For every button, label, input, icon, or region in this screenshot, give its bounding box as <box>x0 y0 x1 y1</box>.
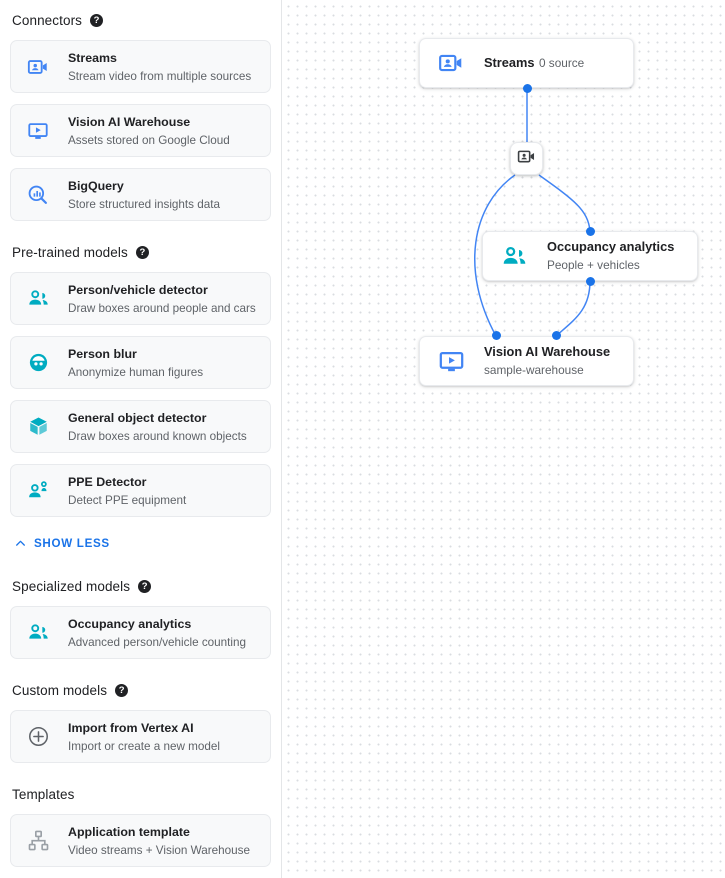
palette-item-title: General object detector <box>68 410 207 425</box>
video-camera-icon <box>25 54 51 80</box>
help-icon[interactable]: ? <box>115 683 129 697</box>
graph-edges <box>474 89 591 337</box>
face-blur-icon <box>25 350 51 376</box>
palette-item-subtitle: Assets stored on Google Cloud <box>68 133 230 147</box>
section-header-connectors: Connectors ? <box>10 0 271 40</box>
palette-item-title: Vision AI Warehouse <box>68 114 191 129</box>
video-camera-icon <box>517 147 536 171</box>
node-port-warehouse-input-left[interactable] <box>492 331 501 340</box>
palette-item-streams[interactable]: Streams Stream video from multiple sourc… <box>10 40 271 93</box>
palette-item-application-template[interactable]: Application template Video streams + Vis… <box>10 814 271 867</box>
section-title: Connectors <box>12 12 83 28</box>
palette-item-title: Application template <box>68 824 190 839</box>
hierarchy-icon <box>25 828 51 854</box>
palette-item-vision-ai-warehouse[interactable]: Vision AI Warehouse Assets stored on Goo… <box>10 104 271 157</box>
palette-item-bigquery[interactable]: BigQuery Store structured insights data <box>10 168 271 221</box>
palette-item-subtitle: Detect PPE equipment <box>68 493 187 507</box>
palette-item-subtitle: Store structured insights data <box>68 197 221 211</box>
ppe-person-icon <box>25 478 51 504</box>
palette-item-subtitle: Draw boxes around known objects <box>68 429 247 443</box>
palette-item-general-object-detector[interactable]: General object detector Draw boxes aroun… <box>10 400 271 453</box>
section-title: Pre-trained models <box>12 244 128 260</box>
graph-node-subtitle: sample-warehouse <box>484 363 584 377</box>
palette-item-person-blur[interactable]: Person blur Anonymize human figures <box>10 336 271 389</box>
palette-item-title: BigQuery <box>68 178 124 193</box>
people-icon <box>25 620 51 646</box>
section-header-custom-models: Custom models ? <box>10 670 271 710</box>
people-icon <box>25 286 51 312</box>
graph-node-title: Streams <box>484 55 535 70</box>
palette-item-title: Person/vehicle detector <box>68 282 208 297</box>
node-port-streams-output[interactable] <box>523 84 532 93</box>
help-icon[interactable]: ? <box>90 13 104 27</box>
section-title: Templates <box>12 786 75 802</box>
help-icon[interactable]: ? <box>138 579 152 593</box>
section-title: Specialized models <box>12 578 131 594</box>
palette-item-subtitle: Video streams + Vision Warehouse <box>68 843 251 857</box>
graph-node-stream-connector[interactable] <box>510 142 543 175</box>
palette-item-person-vehicle-detector[interactable]: Person/vehicle detector Draw boxes aroun… <box>10 272 271 325</box>
help-icon[interactable]: ? <box>135 245 149 259</box>
palette-item-subtitle: Advanced person/vehicle counting <box>68 635 247 649</box>
palette-item-title: Occupancy analytics <box>68 616 192 631</box>
node-port-warehouse-input-right[interactable] <box>552 331 561 340</box>
graph-node-subtitle: 0 source <box>538 56 585 70</box>
node-port-occupancy-input[interactable] <box>586 227 595 236</box>
show-less-label: SHOW LESS <box>34 536 110 550</box>
chevron-up-icon <box>16 540 25 546</box>
palette-item-occupancy-analytics[interactable]: Occupancy analytics Advanced person/vehi… <box>10 606 271 659</box>
monitor-play-icon <box>436 346 466 376</box>
graph-canvas[interactable]: Streams 0 source Occupancy analytics Peo… <box>282 0 725 878</box>
graph-node-title: Vision AI Warehouse <box>484 344 611 359</box>
graph-node-subtitle: People + vehicles <box>547 258 640 272</box>
section-title: Custom models <box>12 682 108 698</box>
palette-item-subtitle: Stream video from multiple sources <box>68 69 252 83</box>
plus-circle-icon <box>25 724 51 750</box>
component-palette-sidebar: Connectors ? Streams Stream video from m… <box>0 0 282 878</box>
palette-item-subtitle: Anonymize human figures <box>68 365 204 379</box>
palette-item-title: Streams <box>68 50 117 65</box>
palette-item-title: PPE Detector <box>68 474 147 489</box>
show-less-button[interactable]: SHOW LESS <box>14 528 271 558</box>
palette-item-title: Person blur <box>68 346 137 361</box>
cube-icon <box>25 414 51 440</box>
people-icon <box>499 241 529 271</box>
section-header-templates: Templates <box>10 774 271 814</box>
monitor-play-icon <box>25 118 51 144</box>
graph-node-title: Occupancy analytics <box>547 239 675 254</box>
palette-item-ppe-detector[interactable]: PPE Detector Detect PPE equipment <box>10 464 271 517</box>
section-header-specialized-models: Specialized models ? <box>10 566 271 606</box>
palette-item-subtitle: Draw boxes around people and cars <box>68 301 256 315</box>
palette-item-title: Import from Vertex AI <box>68 720 194 735</box>
graph-node-streams[interactable]: Streams 0 source <box>419 38 634 88</box>
graph-node-occupancy-analytics[interactable]: Occupancy analytics People + vehicles <box>482 231 698 281</box>
section-header-pre-trained-models: Pre-trained models ? <box>10 232 271 272</box>
node-port-occupancy-output[interactable] <box>586 277 595 286</box>
bigquery-search-icon <box>25 182 51 208</box>
palette-item-subtitle: Import or create a new model <box>68 739 221 753</box>
video-camera-icon <box>436 48 466 78</box>
graph-node-vision-ai-warehouse[interactable]: Vision AI Warehouse sample-warehouse <box>419 336 634 386</box>
palette-item-import-from-vertex-ai[interactable]: Import from Vertex AI Import or create a… <box>10 710 271 763</box>
